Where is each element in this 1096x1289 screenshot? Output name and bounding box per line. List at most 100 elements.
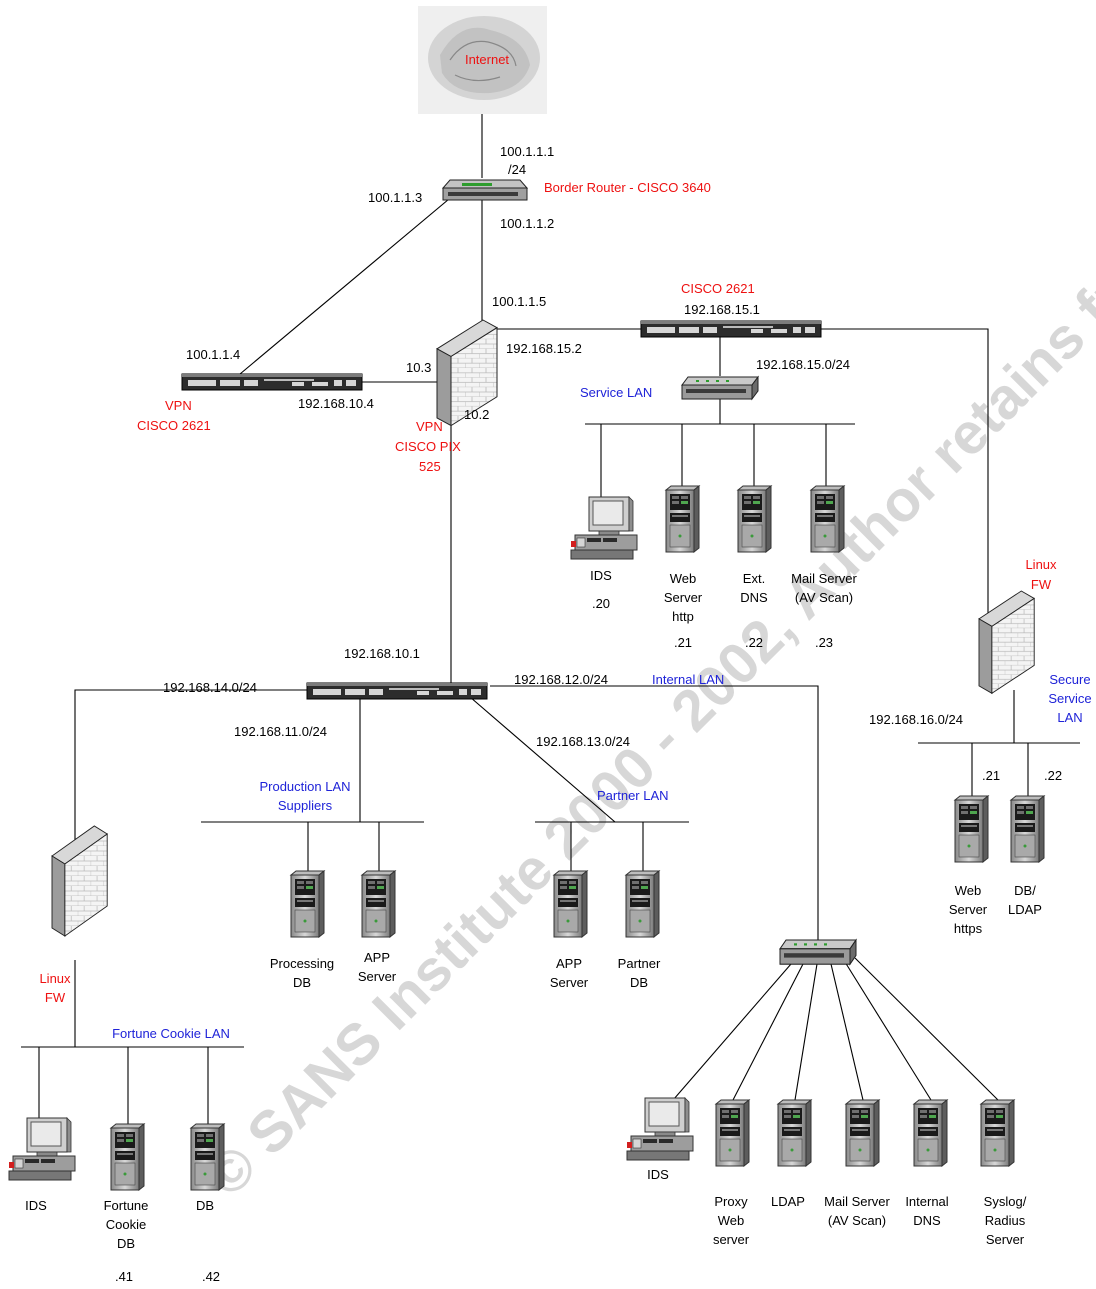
- internal-hub: [780, 940, 856, 964]
- fortune-db-server: [191, 1124, 224, 1190]
- border-router-ip-top: 100.1.1.1: [500, 144, 554, 159]
- proxy-label-2: Web: [718, 1213, 745, 1228]
- vpn-router-label-1: VPN: [165, 398, 192, 413]
- secure-web-ip: .21: [982, 768, 1000, 783]
- processing-db-server: [291, 871, 324, 937]
- service-mail-server: [811, 486, 844, 552]
- subnet-11: 192.168.11.0/24: [234, 724, 327, 739]
- internal-dns-server: [914, 1100, 947, 1166]
- border-router-ip-bottom: 100.1.1.2: [500, 216, 554, 231]
- secure-web-label-1: Web: [955, 883, 982, 898]
- linux-fw-right-label-2: FW: [1031, 577, 1052, 592]
- fortune-cookie-db-label-1: Fortune: [104, 1198, 149, 1213]
- partner-lan-label: Partner LAN: [597, 788, 669, 803]
- service-ids-workstation: [571, 497, 637, 559]
- internal-mail-label-1: Mail Server: [824, 1194, 890, 1209]
- internal-dns-label-1: Internal: [905, 1194, 948, 1209]
- border-router-mask: /24: [508, 162, 526, 177]
- border-router: [443, 180, 527, 200]
- web-server-label-3: http: [672, 609, 694, 624]
- partner-app-label-1: APP: [556, 956, 582, 971]
- linux-fw-left-label-1: Linux: [39, 971, 71, 986]
- vpn-router-ip-top: 100.1.1.4: [186, 347, 240, 362]
- processing-db-label-1: Processing: [270, 956, 334, 971]
- fortune-ids-workstation: [9, 1118, 75, 1180]
- syslog-label-2: Radius: [985, 1213, 1026, 1228]
- mail-server-ip: .23: [815, 635, 833, 650]
- ldap-server: [778, 1100, 811, 1166]
- secure-lan-label-3: LAN: [1057, 710, 1082, 725]
- internal-dns-label-2: DNS: [913, 1213, 941, 1228]
- subnet-12: 192.168.12.0/24: [514, 672, 608, 687]
- service-lan-label: Service LAN: [580, 385, 652, 400]
- secure-web-label-3: https: [954, 921, 983, 936]
- linux-fw-left: [52, 826, 107, 936]
- production-app-label-2: Server: [358, 969, 397, 984]
- pix-ip-top: 100.1.1.5: [492, 294, 546, 309]
- fortune-cookie-db-label-3: DB: [117, 1236, 135, 1251]
- secure-db-server: [1011, 796, 1044, 862]
- secure-subnet: 192.168.16.0/24: [869, 712, 963, 727]
- partner-db-server: [626, 871, 659, 937]
- proxy-label-3: server: [713, 1232, 750, 1247]
- pix-label-2: CISCO PIX: [395, 439, 461, 454]
- fortune-lan-label: Fortune Cookie LAN: [112, 1026, 230, 1041]
- internal-ids-label: IDS: [647, 1167, 669, 1182]
- linux-fw-right: [979, 591, 1034, 693]
- secure-web-server: [955, 796, 988, 862]
- partner-db-label-1: Partner: [618, 956, 661, 971]
- web-server-ip: .21: [674, 635, 692, 650]
- fortune-db-ip: .42: [202, 1269, 220, 1284]
- linux-fw-right-label-1: Linux: [1025, 557, 1057, 572]
- vpn-router: [182, 374, 362, 390]
- proxy-server: [716, 1100, 749, 1166]
- internet-cloud: Internet: [418, 6, 547, 114]
- internal-mail-label-2: (AV Scan): [828, 1213, 886, 1228]
- vpn-router-ip-right: 192.168.10.4: [298, 396, 374, 411]
- watermark: © SANS Institute 2000 - 2002, Author ret…: [193, 95, 1096, 1209]
- proxy-label-1: Proxy: [714, 1194, 748, 1209]
- pix-ip-right: 192.168.15.2: [506, 341, 582, 356]
- service-ids-label: IDS: [590, 568, 612, 583]
- subnet-13: 192.168.13.0/24: [536, 734, 630, 749]
- fortune-cookie-db-ip: .41: [115, 1269, 133, 1284]
- internal-mail-server: [846, 1100, 879, 1166]
- ext-dns-label-1: Ext.: [743, 571, 765, 586]
- service-dns-server: [738, 486, 771, 552]
- internet-label: Internet: [465, 52, 509, 67]
- production-lan-label-1: Production LAN: [259, 779, 350, 794]
- secure-db-label-2: LDAP: [1008, 902, 1042, 917]
- pix-label-3: 525: [419, 459, 441, 474]
- fortune-cookie-db-label-2: Cookie: [106, 1217, 146, 1232]
- secure-db-label-1: DB/: [1014, 883, 1036, 898]
- partner-db-label-2: DB: [630, 975, 648, 990]
- mail-server-label-2: (AV Scan): [795, 590, 853, 605]
- ext-dns-ip: .22: [745, 635, 763, 650]
- service-web-server: [666, 486, 699, 552]
- service-router: [641, 321, 821, 337]
- ext-dns-label-2: DNS: [740, 590, 768, 605]
- border-router-label: Border Router - CISCO 3640: [544, 180, 711, 195]
- syslog-label-1: Syslog/: [984, 1194, 1027, 1209]
- production-lan-label-2: Suppliers: [278, 798, 333, 813]
- production-app-label-1: APP: [364, 950, 390, 965]
- pix-label-1: VPN: [416, 419, 443, 434]
- vpn-router-label-2: CISCO 2621: [137, 418, 211, 433]
- processing-db-label-2: DB: [293, 975, 311, 990]
- ldap-label: LDAP: [771, 1194, 805, 1209]
- service-router-label: CISCO 2621: [681, 281, 755, 296]
- partner-app-server: [554, 871, 587, 937]
- partner-app-label-2: Server: [550, 975, 589, 990]
- secure-lan-label-2: Service: [1048, 691, 1091, 706]
- syslog-label-3: Server: [986, 1232, 1025, 1247]
- mail-server-label-1: Mail Server: [791, 571, 857, 586]
- secure-lan-label-1: Secure: [1049, 672, 1090, 687]
- production-app-server: [362, 871, 395, 937]
- internal-lan-label: Internal LAN: [652, 672, 724, 687]
- core-switch-ip: 192.168.10.1: [344, 646, 420, 661]
- service-subnet: 192.168.15.0/24: [756, 357, 850, 372]
- service-ids-ip: .20: [592, 596, 610, 611]
- secure-web-label-2: Server: [949, 902, 988, 917]
- pix-ip-left: 10.3: [406, 360, 431, 375]
